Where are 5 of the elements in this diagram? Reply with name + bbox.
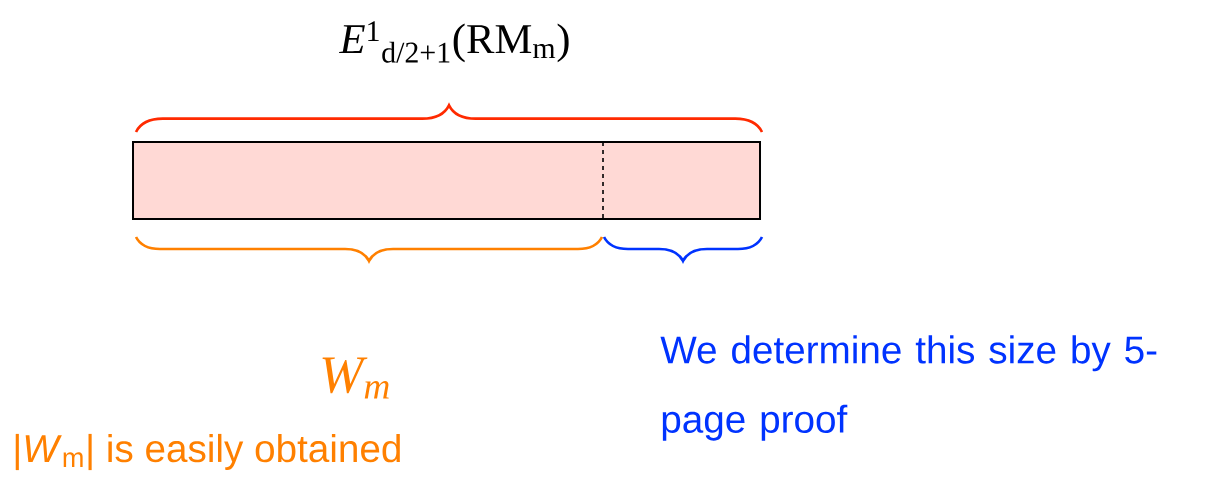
brace-label: E$^{1}$$_{d/2+1}$(RM$_{m}$): [339, 21, 569, 63]
note-text: We determine this size by 5-page proof: [660, 335, 1157, 441]
note-text: |W$_{m}$| is easily obtained: [15, 433, 400, 471]
bar: [132, 141, 761, 220]
brace-label: W$_{m}$: [322, 357, 389, 399]
